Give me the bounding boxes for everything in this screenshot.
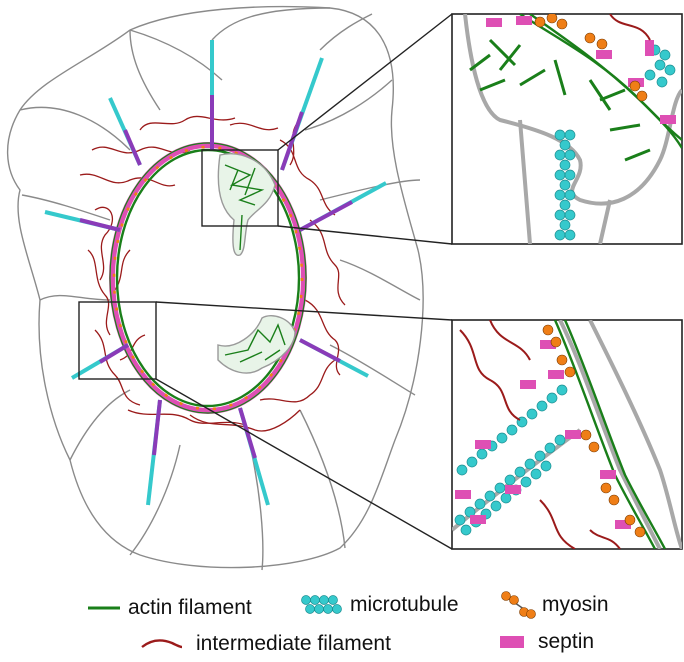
legend-item-septin: septin [498, 630, 594, 654]
inset-top [451, 13, 683, 245]
myosin-swatch-icon [501, 591, 536, 619]
radial-spokes [44, 40, 387, 506]
microtubule-swatch-icon [301, 595, 342, 614]
inset-bottom [451, 319, 683, 550]
legend-intermediate-label: intermediate filament [196, 632, 391, 655]
actin-swatch-icon [88, 606, 120, 610]
intermediate-filament-mesh [79, 115, 346, 432]
legend-actin-label: actin filament [128, 596, 252, 619]
legend: actin filament microtubule myosin interm… [0, 580, 684, 662]
legend-myosin-label: myosin [542, 593, 609, 616]
legend-item-myosin: myosin [500, 590, 609, 620]
cell-ring [109, 142, 307, 414]
tissue-outline [6, 5, 424, 571]
legend-item-intermediate-filament: intermediate filament [140, 632, 391, 656]
legend-microtubule-label: microtubule [350, 593, 459, 616]
zoom-boxes [78, 13, 453, 550]
legend-septin-label: septin [538, 630, 595, 653]
legend-item-microtubule: microtubule [300, 592, 459, 618]
inner-protrusions [217, 153, 296, 374]
legend-item-actin: actin filament [88, 596, 252, 620]
intermediate-filament-swatch-icon [141, 639, 183, 649]
septin-swatch-icon [500, 636, 524, 648]
